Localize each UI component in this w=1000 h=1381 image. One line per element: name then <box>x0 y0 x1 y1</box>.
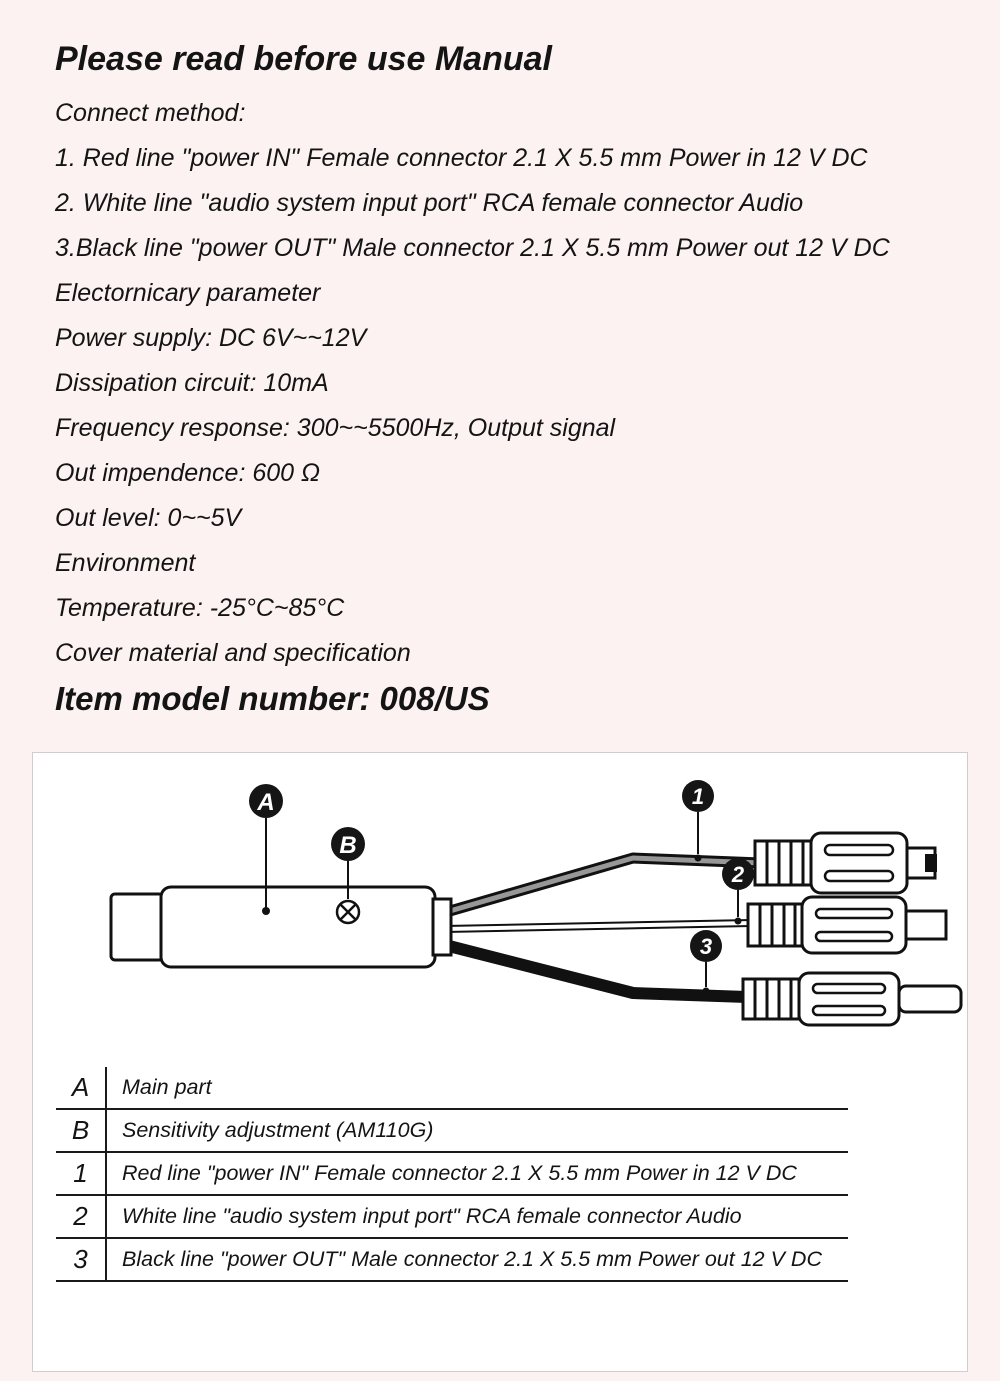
manual-line-connect-method: Connect method: <box>55 99 246 127</box>
callout-1: 1 <box>682 780 714 862</box>
callout-b: B <box>331 827 365 899</box>
legend-row-b: B Sensitivity adjustment (AM110G) <box>56 1109 848 1153</box>
legend-key: 1 <box>56 1152 107 1196</box>
manual-line-out-level: Out level: 0~~5V <box>55 504 242 532</box>
legend-row-1: 1 Red line "power IN" Female connector 2… <box>56 1152 848 1196</box>
legend-row-3: 3 Black line "power OUT" Male connector … <box>56 1238 848 1282</box>
svg-text:3: 3 <box>700 934 712 959</box>
legend-key: A <box>56 1067 107 1110</box>
adjustment-screw-icon <box>335 899 361 925</box>
device-collar <box>431 897 453 957</box>
cable-diagram: A B 1 2 3 <box>109 780 963 1027</box>
device-main-part <box>109 885 453 969</box>
manual-line-cover-material: Cover material and specification <box>55 639 411 667</box>
diagram-panel: A B 1 2 3 <box>32 752 968 1372</box>
svg-text:2: 2 <box>731 862 745 887</box>
manual-line-environment: Environment <box>55 549 196 577</box>
connector-rca-female <box>746 895 948 955</box>
manual-line-electronic-parameter: Electornicary parameter <box>55 279 321 307</box>
device-body <box>159 885 437 969</box>
cable-white-audio <box>444 919 752 933</box>
legend-desc: White line "audio system input port" RCA… <box>106 1195 848 1239</box>
manual-line-dissipation: Dissipation circuit: 10mA <box>55 369 329 397</box>
legend-desc: Sensitivity adjustment (AM110G) <box>106 1109 848 1153</box>
manual-line-impedance: Out impendence: 600 Ω <box>55 459 321 487</box>
manual-line-red-line: 1. Red line "power IN" Female connector … <box>55 144 868 172</box>
manual-line-temperature: Temperature: -25°C~85°C <box>55 594 345 622</box>
legend-key: 2 <box>56 1195 107 1239</box>
page-title: Please read before use Manual <box>55 40 552 78</box>
legend-row-a: A Main part <box>56 1067 848 1110</box>
callout-a: A <box>249 784 283 915</box>
svg-text:1: 1 <box>692 784 704 809</box>
callout-3: 3 <box>690 930 722 995</box>
legend-desc: Black line "power OUT" Male connector 2.… <box>106 1238 848 1282</box>
manual-line-frequency: Frequency response: 300~~5500Hz, Output … <box>55 414 616 442</box>
manual-text-block: Please read before use Manual Connect me… <box>55 40 975 718</box>
legend-table: A Main part B Sensitivity adjustment (AM… <box>56 1067 848 1282</box>
cable-black-power-out <box>443 939 748 1003</box>
manual-line-power-supply: Power supply: DC 6V~~12V <box>55 324 367 352</box>
connector-power-out-male <box>741 971 963 1027</box>
callout-2: 2 <box>722 858 754 925</box>
svg-text:A: A <box>256 789 274 816</box>
legend-key: B <box>56 1109 107 1153</box>
legend-key: 3 <box>56 1238 107 1282</box>
rca-jack-left <box>109 892 165 962</box>
legend-row-2: 2 White line "audio system input port" R… <box>56 1195 848 1239</box>
cable-red-power-in <box>441 852 762 919</box>
connector-power-in-female <box>753 831 937 895</box>
manual-line-black-line: 3.Black line "power OUT" Male connector … <box>55 234 890 262</box>
manual-line-white-line: 2. White line "audio system input port" … <box>55 189 804 217</box>
svg-text:B: B <box>339 832 356 859</box>
model-number-line: Item model number: 008/US <box>55 680 490 717</box>
legend-desc: Red line "power IN" Female connector 2.1… <box>106 1152 848 1196</box>
legend-desc: Main part <box>106 1067 848 1110</box>
